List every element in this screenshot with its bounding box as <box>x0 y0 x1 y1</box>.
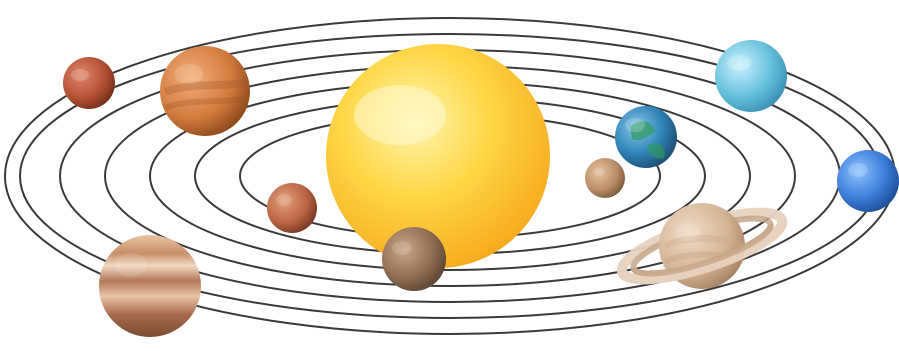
venus <box>267 183 317 233</box>
uranus <box>715 40 787 112</box>
neptune <box>837 150 899 212</box>
sun <box>326 44 550 268</box>
mercury <box>382 227 446 291</box>
saturn <box>615 199 788 293</box>
orange-planet <box>160 46 250 136</box>
outer-red-planet <box>63 57 115 109</box>
small-planet <box>585 158 625 198</box>
jupiter <box>99 235 201 337</box>
earth <box>615 106 677 168</box>
